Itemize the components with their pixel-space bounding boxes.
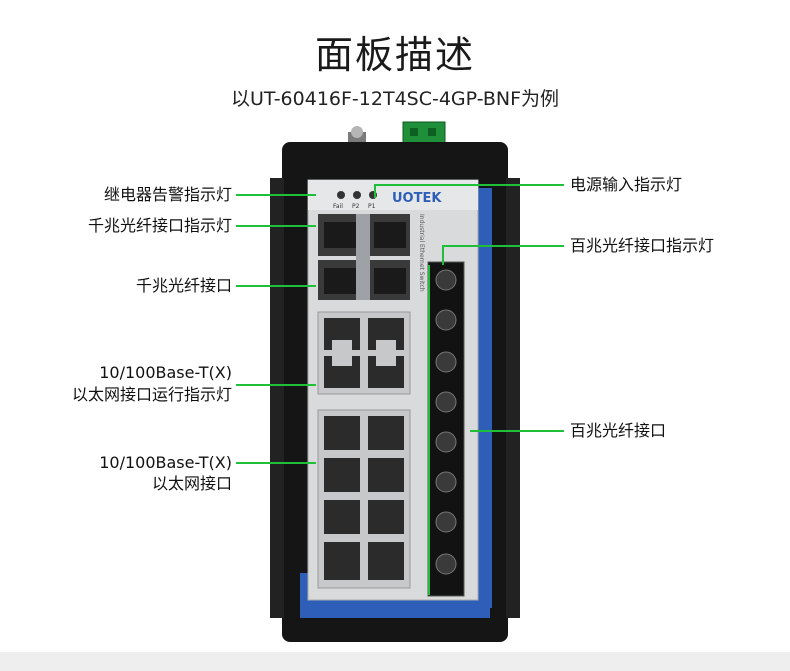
led-label-fail: Fail — [333, 203, 343, 210]
callout-fast-fiber-port: 百兆光纤接口 — [570, 421, 667, 440]
callout-line — [374, 184, 564, 186]
rj45-group-bottom — [317, 409, 411, 589]
callout-line — [442, 245, 444, 265]
callout-bracket — [428, 265, 430, 595]
page-title: 面板描述 — [314, 33, 475, 77]
callout-relay-led: 继电器告警指示灯 — [103, 185, 232, 204]
led-label-p1: P1 — [368, 203, 376, 210]
callout-line — [236, 285, 316, 287]
callout-gigabit-fiber-port: 千兆光纤接口 — [135, 276, 232, 295]
callout-ethernet-port-line2: 以太网接口 — [151, 474, 232, 493]
callout-ethernet-port-line1: 10/100Base-T(X) — [99, 453, 232, 472]
callout-fast-fiber-led: 百兆光纤接口指示灯 — [570, 236, 715, 255]
fail-led — [337, 191, 345, 199]
sc-fiber-column — [427, 261, 465, 597]
callout-power-led: 电源输入指示灯 — [570, 175, 683, 194]
p2-led — [353, 191, 361, 199]
panel-vertical-text: Industrial Ethernet Switch — [418, 214, 425, 292]
callout-ethernet-led-line1: 10/100Base-T(X) — [99, 363, 232, 382]
sfp-port-group — [318, 214, 410, 300]
callout-line — [470, 430, 564, 432]
callout-line — [374, 184, 376, 198]
callout-line — [236, 384, 316, 386]
callout-line — [442, 245, 564, 247]
bottom-strip — [0, 652, 790, 671]
callout-line — [236, 194, 316, 196]
rj45-group-top — [317, 311, 411, 395]
brand-logo: UOTEK — [392, 191, 442, 206]
led-label-p2: P2 — [352, 203, 360, 210]
page-subtitle: 以UT-60416F-12T4SC-4GP-BNF为例 — [230, 88, 560, 110]
callout-gigabit-fiber-led: 千兆光纤接口指示灯 — [87, 216, 232, 235]
callout-ethernet-led-line2: 以太网接口运行指示灯 — [71, 385, 232, 404]
switch-device: UOTEK Fail P2 P1 Industrial Ethernet Swi… — [270, 121, 520, 642]
callout-line — [236, 225, 316, 227]
callout-line — [236, 462, 316, 464]
